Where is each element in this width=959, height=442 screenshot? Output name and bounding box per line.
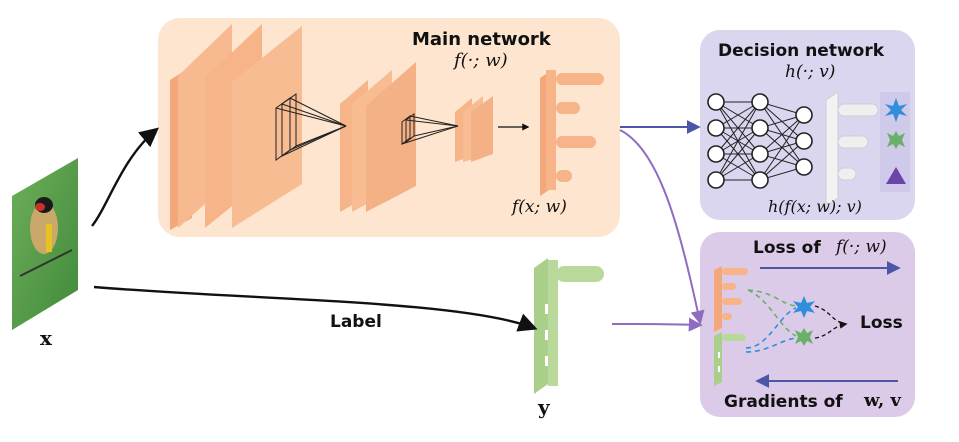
conv-layers bbox=[170, 24, 493, 230]
loss-cross-icon bbox=[795, 328, 813, 346]
loss-of-formula: f(·; w) bbox=[836, 237, 887, 257]
main-network-title: Main network bbox=[412, 29, 551, 50]
loss-star-icon bbox=[793, 296, 815, 318]
loss-of-label: Loss of bbox=[753, 238, 821, 258]
arrow-input-to-main bbox=[91, 127, 159, 227]
bird-image bbox=[12, 158, 78, 330]
triangle-icon bbox=[886, 167, 906, 184]
loss-label: Loss bbox=[860, 313, 903, 333]
main-network-output: f(x; w) bbox=[512, 197, 567, 217]
neural-net bbox=[707, 93, 813, 189]
decision-network-formula: h(·; v) bbox=[785, 62, 836, 82]
loss-label-bars bbox=[714, 332, 746, 386]
kernel-wires bbox=[275, 93, 459, 161]
arrow-label-to-loss bbox=[611, 317, 703, 332]
main-network-formula: f(·; w) bbox=[454, 50, 508, 71]
label-text: Label bbox=[330, 312, 382, 332]
decision-network-output: h(f(x; w); v) bbox=[768, 197, 862, 216]
input-label: x bbox=[40, 326, 52, 350]
dashed-to-loss-top bbox=[814, 305, 847, 325]
y-label: y bbox=[538, 395, 550, 419]
star-icon bbox=[885, 98, 907, 122]
dashed-to-loss-bottom bbox=[814, 321, 848, 339]
decision-network-title: Decision network bbox=[718, 41, 885, 61]
gradients-formula: w, v bbox=[864, 390, 902, 411]
loss-box bbox=[700, 232, 915, 417]
loss-dashed-links bbox=[745, 289, 797, 353]
arrow-input-to-label bbox=[93, 285, 538, 332]
loss-prediction-bars bbox=[714, 266, 748, 332]
feature-vector bbox=[540, 70, 604, 196]
arrow-main-to-loss bbox=[619, 129, 705, 325]
cross-icon bbox=[887, 131, 905, 149]
decision-output-bars bbox=[825, 91, 879, 207]
label-vector bbox=[534, 258, 604, 394]
gradients-of-label: Gradients of bbox=[724, 392, 843, 412]
